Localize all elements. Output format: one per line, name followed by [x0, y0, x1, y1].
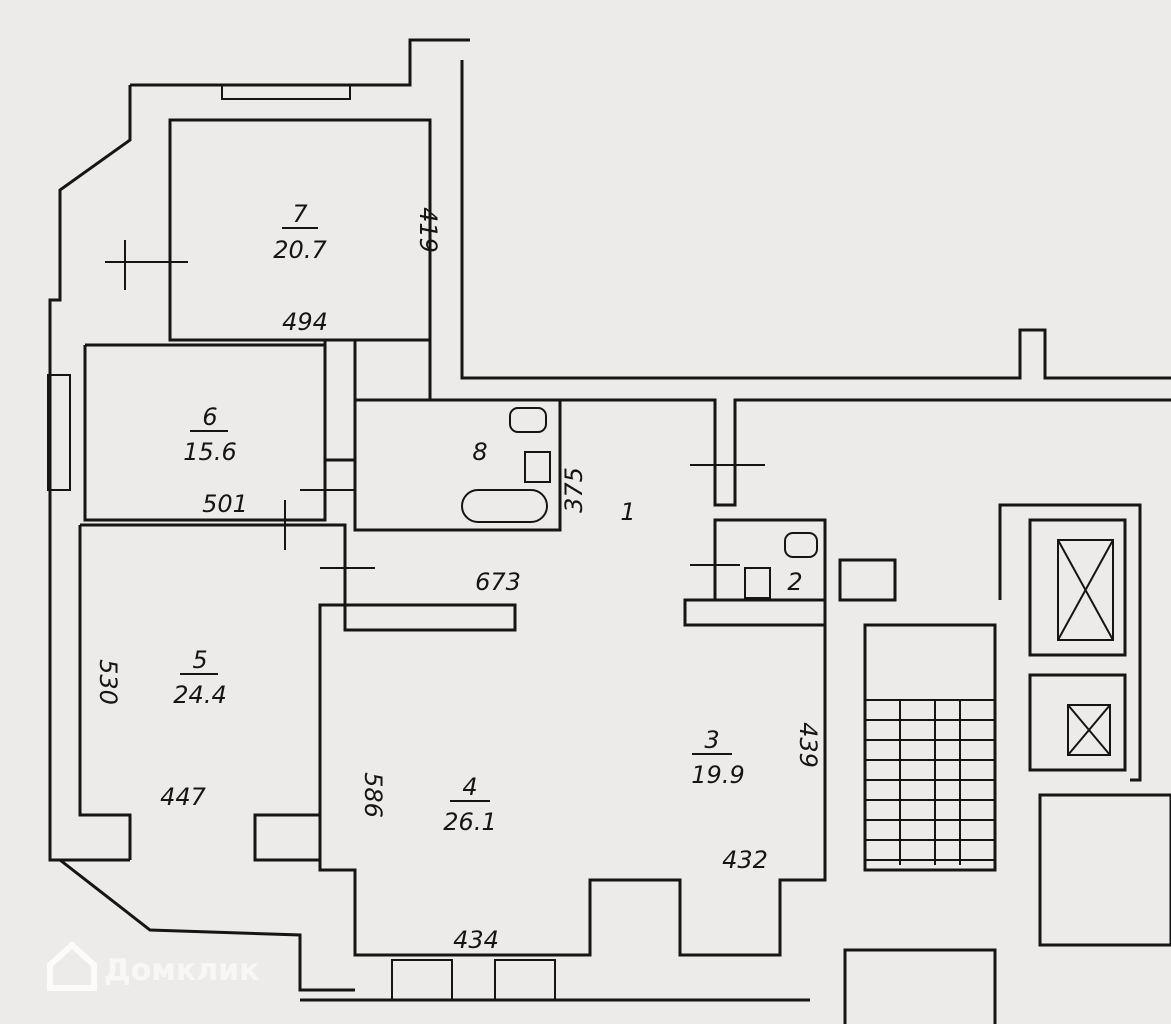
dim-room4-height: 586: [359, 772, 387, 818]
room-8-number: 8: [472, 438, 487, 466]
room-4-number: 4: [462, 773, 477, 801]
room-3-area: 19.9: [691, 761, 744, 789]
watermark-text: Домклик: [104, 953, 260, 988]
walls: [47, 38, 1171, 1024]
room-7-area: 20.7: [273, 236, 327, 264]
room-7-number: 7: [292, 200, 308, 228]
room-6-area: 15.6: [183, 438, 236, 466]
domclick-watermark: Домклик: [47, 940, 260, 991]
stair-steps: [865, 699, 995, 865]
dim-room5-width: 447: [160, 783, 207, 811]
dim-room3-width: 432: [722, 846, 768, 874]
dim-room4-width: 434: [453, 926, 499, 954]
dim-room6-width: 501: [202, 490, 248, 518]
room-2-number: 2: [787, 568, 802, 596]
dim-room3-height: 439: [794, 722, 822, 768]
room-6-number: 6: [202, 403, 217, 431]
dim-room5-height: 530: [94, 659, 122, 705]
room-5-number: 5: [192, 646, 207, 674]
room-5-area: 24.4: [173, 681, 226, 709]
room-4-area: 26.1: [443, 808, 496, 836]
dim-room7-width: 494: [282, 308, 328, 336]
room-1-number: 1: [620, 498, 635, 526]
room-3-number: 3: [704, 726, 719, 754]
dim-corridor-width: 673: [475, 568, 521, 596]
dim-room7-height: 419: [414, 207, 442, 253]
dim-bath-height: 375: [560, 467, 588, 513]
